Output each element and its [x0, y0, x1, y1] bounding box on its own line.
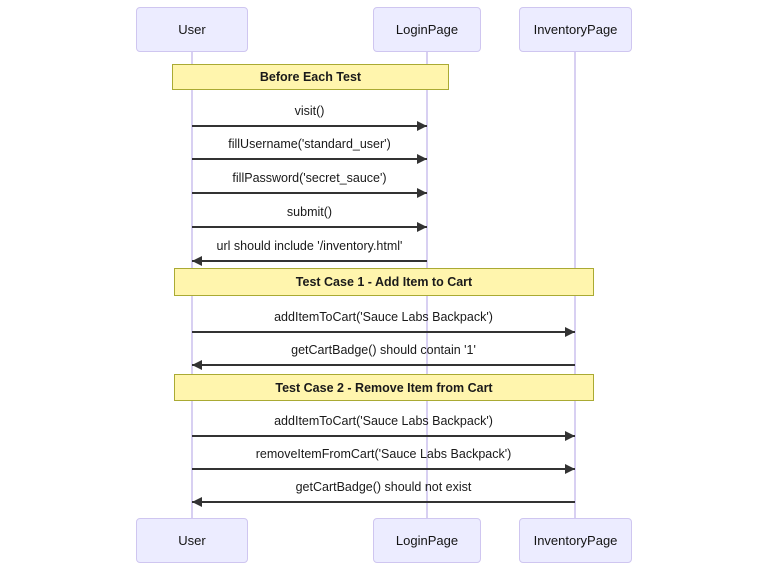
message-removeitemfromcart: removeItemFromCart('Sauce Labs Backpack'…	[192, 447, 575, 474]
note-label: Before Each Test	[259, 70, 362, 84]
message-label: submit()	[286, 205, 333, 219]
message-label: fillUsername('standard_user')	[228, 137, 391, 151]
actor-bottom-user: User	[136, 518, 248, 563]
message-label: addItemToCart('Sauce Labs Backpack')	[274, 414, 493, 428]
arrow-right-icon	[192, 327, 575, 336]
actor-label: InventoryPage	[533, 22, 618, 37]
actor-bottom-loginpage: LoginPage	[373, 518, 481, 563]
actor-label: User	[178, 533, 206, 548]
arrow-left-icon	[192, 360, 575, 369]
note-test-case-1: Test Case 1 - Add Item to Cart	[174, 268, 594, 296]
message-label: visit()	[294, 104, 325, 118]
arrow-left-icon	[192, 256, 427, 265]
actor-top-user: User	[136, 7, 248, 52]
note-test-case-2: Test Case 2 - Remove Item from Cart	[174, 374, 594, 401]
message-label: url should include '/inventory.html'	[216, 239, 403, 253]
message-submit: submit()	[192, 205, 427, 232]
note-before-each-test: Before Each Test	[172, 64, 449, 90]
actor-bottom-inventorypage: InventoryPage	[519, 518, 632, 563]
message-cartbadge-not-exist: getCartBadge() should not exist	[192, 480, 575, 507]
arrow-right-icon	[192, 121, 427, 130]
actor-label: InventoryPage	[533, 533, 618, 548]
message-visit: visit()	[192, 104, 427, 131]
message-url-assert: url should include '/inventory.html'	[192, 239, 427, 266]
actor-label: LoginPage	[395, 533, 459, 548]
arrow-right-icon	[192, 431, 575, 440]
note-label: Test Case 2 - Remove Item from Cart	[275, 380, 493, 395]
note-label: Test Case 1 - Add Item to Cart	[295, 275, 473, 289]
actor-label: User	[178, 22, 206, 37]
message-label: fillPassword('secret_sauce')	[232, 171, 387, 185]
message-additemtocart-2: addItemToCart('Sauce Labs Backpack')	[192, 414, 575, 441]
message-label: addItemToCart('Sauce Labs Backpack')	[274, 310, 493, 324]
arrow-right-icon	[192, 154, 427, 163]
message-label: removeItemFromCart('Sauce Labs Backpack'…	[255, 447, 512, 461]
message-fillpassword: fillPassword('secret_sauce')	[192, 171, 427, 198]
actor-top-inventorypage: InventoryPage	[519, 7, 632, 52]
arrow-right-icon	[192, 222, 427, 231]
message-additemtocart-1: addItemToCart('Sauce Labs Backpack')	[192, 310, 575, 337]
arrow-right-icon	[192, 464, 575, 473]
message-label: getCartBadge() should contain '1'	[291, 343, 476, 357]
message-fillusername: fillUsername('standard_user')	[192, 137, 427, 164]
message-label: getCartBadge() should not exist	[295, 480, 472, 494]
message-cartbadge-contains: getCartBadge() should contain '1'	[192, 343, 575, 370]
arrow-right-icon	[192, 188, 427, 197]
arrow-left-icon	[192, 497, 575, 506]
actor-top-loginpage: LoginPage	[373, 7, 481, 52]
actor-label: LoginPage	[395, 22, 459, 37]
